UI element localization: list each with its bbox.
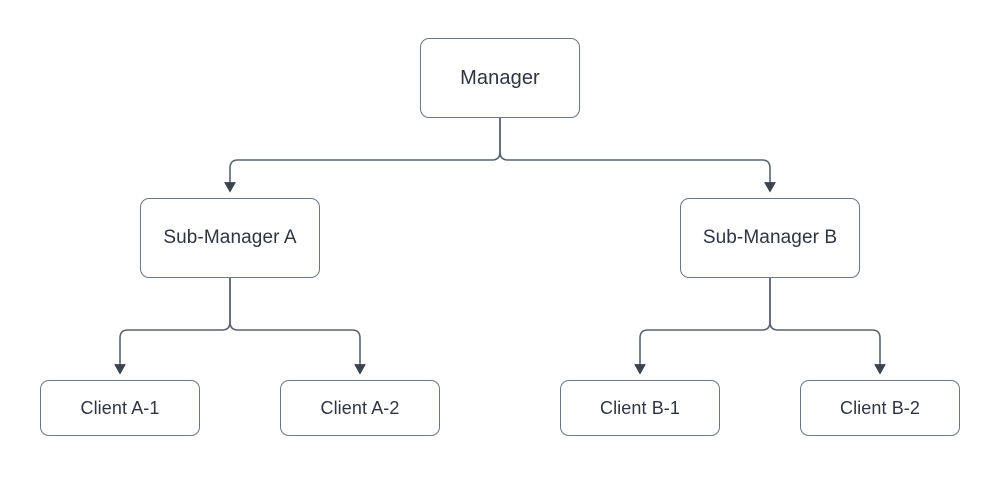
- node-sub-manager-b-label: Sub-Manager B: [702, 227, 838, 248]
- node-manager-label: Manager: [460, 66, 540, 89]
- edge-manager-to-submanager-b: [499, 118, 776, 193]
- node-client-b-1[interactable]: Client B-1: [560, 380, 720, 436]
- node-client-a-2[interactable]: Client A-2: [280, 380, 440, 436]
- node-sub-manager-b[interactable]: Sub-Manager B: [680, 198, 860, 278]
- node-client-b-2[interactable]: Client B-2: [800, 380, 960, 436]
- edge-submanager-a-to-client-a2: [229, 278, 366, 375]
- node-client-a-2-label: Client A-2: [320, 397, 400, 418]
- node-client-b-2-label: Client B-2: [839, 397, 921, 418]
- edge-submanager-b-to-client-b1: [634, 278, 771, 375]
- node-client-a-1-label: Client A-1: [80, 397, 160, 418]
- node-manager[interactable]: Manager: [420, 38, 580, 118]
- edge-submanager-b-to-client-b2: [769, 278, 886, 375]
- edge-submanager-a-to-client-a1: [114, 278, 231, 375]
- node-client-a-1[interactable]: Client A-1: [40, 380, 200, 436]
- node-client-b-1-label: Client B-1: [599, 397, 681, 418]
- node-sub-manager-a-label: Sub-Manager A: [163, 227, 297, 248]
- edge-manager-to-submanager-a: [224, 118, 501, 193]
- node-sub-manager-a[interactable]: Sub-Manager A: [140, 198, 320, 278]
